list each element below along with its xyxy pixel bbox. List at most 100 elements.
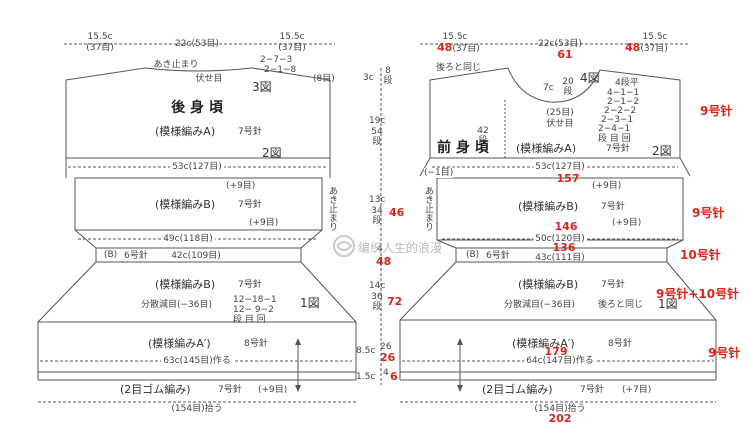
front-neck-25-sts: (25目) (546, 108, 574, 118)
front-width-50: 50c(120目) (533, 234, 587, 244)
front-neck-row4: 2−3−1 (601, 115, 634, 125)
front-red-61: 61 (557, 48, 573, 61)
back-decrease-row1: 12−18−1 (233, 295, 277, 305)
front-needle-7c: 7号針 (601, 280, 625, 290)
back-pattern-a: (模様編みA) (155, 125, 216, 138)
front-needle-6: 6号針 (486, 251, 510, 261)
front-red-48-right: 48 (625, 41, 641, 54)
note-9-10-needle: 9号针+10号针 (656, 287, 740, 301)
front-width-43: 43c(111目) (535, 253, 585, 263)
front-same-as-back: 後ろと同じ (436, 63, 482, 73)
mid-opening-stop: あき止まり (327, 186, 337, 231)
note-9-needle-2: 9号针 (692, 206, 725, 220)
back-pattern-a-prime: (模様編みA′) (148, 337, 211, 350)
dim-8-5c: 8.5c (356, 346, 376, 356)
front-cast-on-64: 64c(147目)作る (524, 356, 596, 366)
front-title: 前 身 頃 (437, 140, 489, 156)
back-side-sts-right: (37目) (278, 43, 306, 53)
front-pattern-b2: (模様編みB) (518, 278, 579, 291)
front-pattern-a: (模様編みA) (516, 142, 577, 155)
dim-26-rows: 26 (380, 342, 392, 352)
front-opening-stop: あき止まり (423, 186, 433, 231)
front-side-sts-right: (37目) (640, 44, 668, 54)
back-side-width-left: 15.5c (87, 32, 113, 42)
front-needle-7b: 7号針 (601, 202, 625, 212)
back-shoulder-row3: (8目) (313, 74, 335, 84)
dim-red-72: 72 (387, 295, 403, 308)
back-rib-label: (2目ゴム編み) (120, 383, 191, 396)
front-red-202: 202 (548, 412, 572, 425)
back-opening-stop-label: あき止まり (153, 60, 199, 70)
back-figure1-label: 1図 (300, 296, 320, 310)
back-needle-7c: 7号針 (238, 280, 262, 290)
front-figure4-label: 4図 (580, 71, 600, 85)
dim-14c: 14c (369, 281, 386, 291)
watermark-text: 编织人生的浪漫 (358, 241, 443, 255)
dim-3c: 3c (363, 73, 374, 83)
back-increase-9b: (+9目) (249, 218, 279, 228)
note-9-needle-3: 9号针 (708, 346, 741, 360)
back-bindoff-label: 伏せ目 (195, 74, 223, 84)
back-increase-9a: (+9目) (226, 181, 256, 191)
back-increase-9c: (+9目) (258, 385, 288, 395)
back-decrease-label: 分散減目(−36目) (141, 300, 213, 310)
back-needle-6: 6号針 (124, 251, 148, 261)
back-side-width-right: 15.5c (279, 32, 305, 42)
dim-red-26: 26 (380, 351, 396, 364)
front-needle-7: 7号針 (606, 144, 630, 154)
front-neck-width: 22c(53目) (538, 39, 582, 49)
front-neck-7c: 7c (543, 83, 554, 93)
back-neck-width: 22c(53目) (175, 39, 219, 49)
front-rib-label: (2目ゴム編み) (482, 383, 553, 396)
front-red-48-left: 48 (437, 41, 453, 54)
front-decrease-label: 分散減目(−36目) (504, 300, 576, 310)
back-shoulder-row1: 2−7−3 (260, 55, 293, 65)
front-needle-8: 8号針 (608, 339, 632, 349)
back-shoulder-row2: 2−1−8 (264, 65, 297, 75)
front-neck-row2: 2−1−2 (607, 97, 640, 107)
front-side-sts-left: (37目) (452, 44, 480, 54)
back-needle-7: 7号針 (238, 127, 262, 137)
front-increase-9a: (+9目) (592, 181, 622, 191)
front-red-179: 179 (544, 345, 568, 358)
back-cast-on-63: 63c(145目)作る (161, 356, 233, 366)
back-pattern-b: (模様編みB) (155, 198, 216, 211)
back-figure3-label: 3図 (252, 80, 272, 94)
note-10-needle: 10号针 (680, 248, 721, 262)
front-pickup-154: (154目)拾う (534, 404, 586, 414)
front-red-157: 157 (556, 172, 580, 185)
front-same-as-back-2: 後ろと同じ (598, 300, 644, 310)
dim-4-rows-b: 4 (383, 368, 389, 378)
front-needle-7d: 7号針 (580, 385, 604, 395)
front-red-146: 146 (554, 220, 578, 233)
back-width-49: 49c(118目) (161, 234, 215, 244)
front-side-width-right: 15.5c (642, 32, 668, 42)
front-increase-7: (+7目) (622, 385, 652, 395)
front-neck-row3: 2−2−2 (604, 106, 637, 116)
dim-19c: 19c (369, 116, 386, 126)
dim-4-rows: 4 (377, 244, 383, 254)
dim-red-6: 6 (390, 370, 398, 383)
dim-red-46: 46 (389, 206, 405, 219)
front-width-53: 53c(127目) (533, 162, 587, 172)
front-red-136: 136 (552, 241, 576, 254)
back-pickup-154: (154目)拾う (171, 404, 223, 414)
back-width-42: 42c(109目) (171, 251, 221, 261)
back-pattern-b2: (模様編みB) (155, 278, 216, 291)
note-9-needle-1: 9号针 (700, 104, 733, 118)
back-side-sts-left: (37目) (86, 43, 114, 53)
front-pattern-b: (模様編みB) (518, 200, 579, 213)
back-width-53: 53c(127目) (170, 162, 224, 172)
front-neck-row5: 2−4−1 (598, 124, 631, 134)
front-pattern-a-prime: (模様編みA′) (512, 337, 575, 350)
back-figure2-label: 2図 (262, 146, 282, 160)
front-neck-row1: 4−1−1 (607, 88, 640, 98)
front-neck-row6: 段 目 回 (598, 134, 631, 144)
